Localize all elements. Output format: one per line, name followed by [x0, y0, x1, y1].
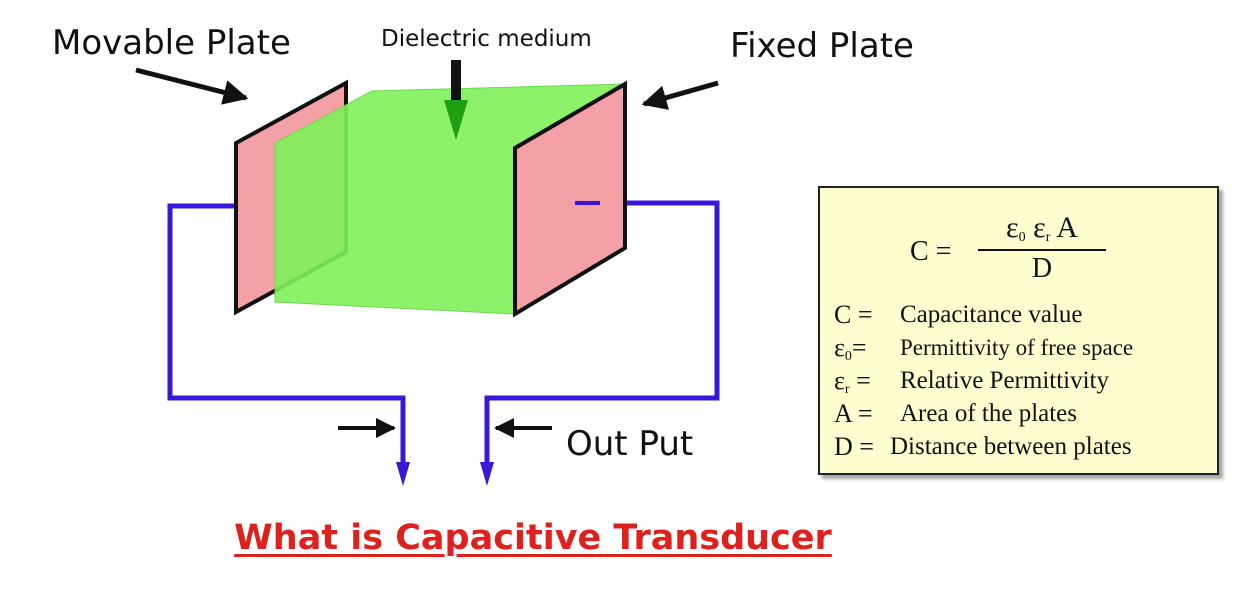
legend-row-c: C = Capacitance value [834, 300, 1083, 329]
formula-denominator: D [1031, 253, 1053, 284]
formula-box: C = ε0 εr A D C = Capacitance value ε0= … [818, 186, 1219, 475]
dielectric-arrow-head [444, 100, 468, 140]
movable-plate-pointer-arrow [135, 67, 249, 105]
right-wire [484, 200, 720, 470]
symbol-legend: C = Capacitance value ε0= Permittivity o… [834, 298, 1214, 463]
left-output-arrowhead [396, 462, 410, 486]
dielectric-medium-label: Dielectric medium [381, 26, 592, 52]
legend-row-eps0: ε0= Permittivity of free space [834, 333, 1134, 364]
legend-row-d: D = Distance between plates [834, 432, 1132, 461]
right-output-arrowhead [480, 462, 494, 486]
fixed-plate [513, 80, 627, 318]
formula-fraction: ε0 εr A D [978, 208, 1106, 287]
fixed-plate-pointer-arrow [641, 80, 719, 110]
movable-plate-label: Movable Plate [52, 23, 291, 63]
capacitance-formula: C = ε0 εr A D [910, 208, 1110, 288]
legend-row-epsr: εr = Relative Permittivity [834, 366, 1109, 397]
dielectric-arrow-shaft [451, 60, 461, 106]
page-title: What is Capacitive Transducer [234, 518, 832, 558]
formula-lhs: C = [910, 236, 952, 267]
fixed-plate-label: Fixed Plate [730, 26, 914, 66]
formula-numerator: ε0 εr A [978, 208, 1106, 251]
output-label: Out Put [566, 424, 693, 464]
legend-row-a: A = Area of the plates [834, 399, 1078, 428]
left-wire [167, 203, 406, 470]
